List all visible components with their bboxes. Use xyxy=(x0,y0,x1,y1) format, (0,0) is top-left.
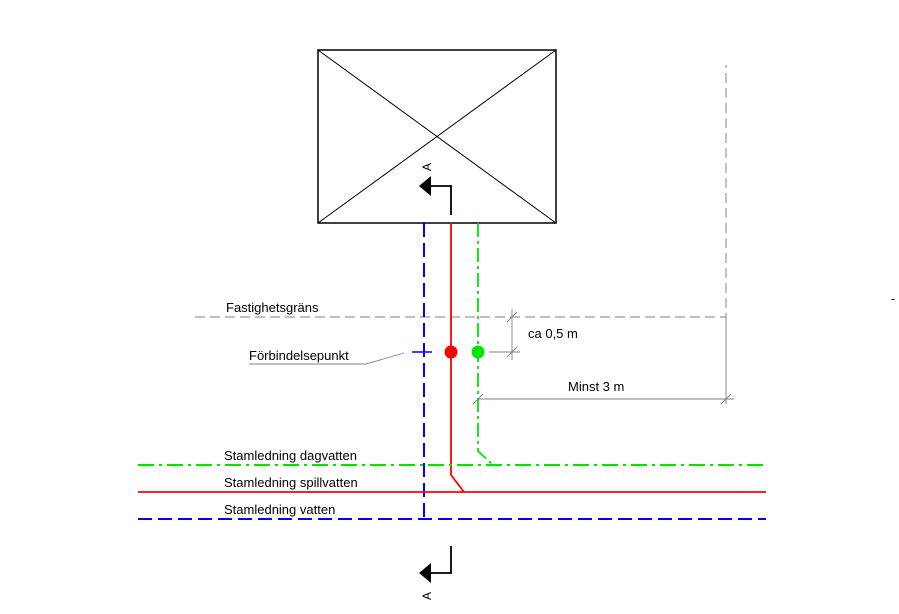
building-diagonal xyxy=(317,49,557,224)
section-marker-top: A xyxy=(419,163,452,215)
distance-label: ca 0,5 m xyxy=(528,326,578,341)
main-water-label: Stamledning vatten xyxy=(224,502,335,517)
connection-point-callout: Förbindelsepunkt xyxy=(249,348,405,365)
section-marker-arrow xyxy=(419,563,431,583)
connection-point-leader xyxy=(249,352,405,365)
section-marker-label: A xyxy=(420,163,434,171)
main-storm-line: Stamledning dagvatten xyxy=(138,448,766,466)
main-waste-line: Stamledning spillvatten xyxy=(138,475,766,493)
storm-connection-point xyxy=(471,345,485,359)
section-marker-bottom: A xyxy=(419,546,452,600)
dimension-tick xyxy=(472,393,484,405)
dimension-min-distance: Minst 3 m xyxy=(472,317,734,405)
building xyxy=(317,49,557,224)
min-distance-label: Minst 3 m xyxy=(568,379,624,394)
stray-mark: - xyxy=(891,291,895,306)
main-storm-label: Stamledning dagvatten xyxy=(224,448,357,463)
main-water-line: Stamledning vatten xyxy=(138,502,766,520)
dimension-tick xyxy=(506,311,518,323)
property-boundary-label: Fastighetsgräns xyxy=(226,300,319,315)
main-waste-label: Stamledning spillvatten xyxy=(224,475,358,490)
section-marker-line xyxy=(429,546,452,574)
dimension-boundary-distance: ca 0,5 m xyxy=(489,309,578,360)
section-marker-line xyxy=(429,185,452,215)
section-marker-label: A xyxy=(420,592,434,600)
dimension-tick xyxy=(506,346,518,358)
storm-service-pipe xyxy=(477,223,494,466)
building-outline xyxy=(317,49,557,224)
property-boundary-line xyxy=(195,65,727,318)
connection-point-label: Förbindelsepunkt xyxy=(249,348,349,363)
property-boundary: Fastighetsgräns xyxy=(195,65,727,318)
waste-connection-point xyxy=(444,345,458,359)
section-marker-arrow xyxy=(419,176,431,196)
waste-service-pipe xyxy=(450,223,465,493)
